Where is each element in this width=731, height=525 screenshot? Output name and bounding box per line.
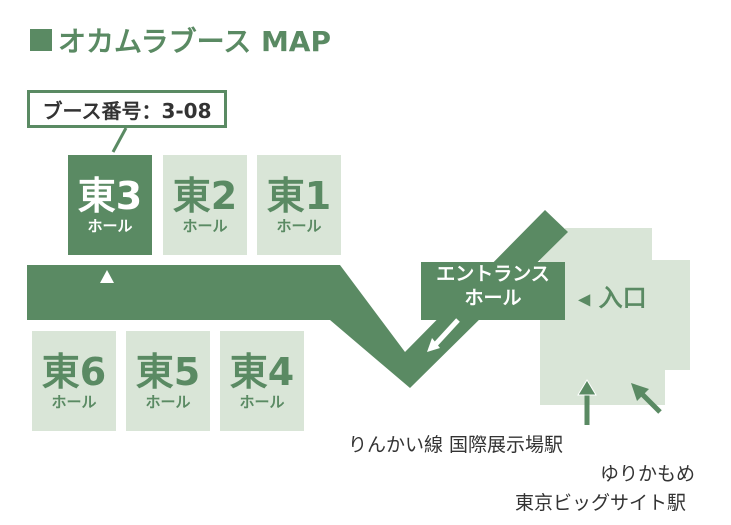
hall-number: 東4 [229,350,295,394]
callout-leader [111,127,128,153]
entry-text: 入口 [598,284,647,312]
hall-label: ホール [51,393,97,411]
hall-east1[interactable]: 東1 ホール [257,155,341,255]
entry-label: ◀ 入口 [578,278,647,313]
page-title: オカムラブース MAP [30,20,331,60]
hall-number: 東3 [77,174,143,218]
hall-number: 東5 [135,350,201,394]
hall-label: ホール [276,217,322,235]
hall-number: 東6 [41,350,107,394]
hall-number: 東1 [266,174,332,218]
entrance-hall-box [421,262,565,320]
corridor-arrow-line [433,318,460,347]
hall-label: ホール [239,393,285,411]
entrance-hall-line2: ホール [464,287,522,309]
hall-number: 東2 [172,174,238,218]
hall-label: ホール [87,217,133,235]
title-square-icon [30,29,52,51]
hall-east5[interactable]: 東5 ホール [126,331,210,431]
hall-label: ホール [145,393,191,411]
station-arrow-diag-line [638,390,662,414]
station-yurikamome-line1: ゆりかもめ [600,463,696,485]
station-arrow-up-head [577,379,597,396]
station-rinkai: りんかい線 国際展示場駅 [348,434,564,456]
hall-east6[interactable]: 東6 ホール [32,331,116,431]
station-arrow-diag-head [631,383,649,401]
hall-east4[interactable]: 東4 ホール [220,331,304,431]
hall-east2[interactable]: 東2 ホール [163,155,247,255]
entrance-area [540,228,690,405]
booth-marker-icon [100,270,114,283]
entrance-hall-label: エントランス ホール [421,262,565,320]
entrance-hall-line1: エントランス [436,263,550,285]
station-yurikamome-line2: 東京ビッグサイト駅 [515,492,687,514]
entry-arrow-icon: ◀ [578,289,591,309]
title-text: オカムラブース MAP [58,25,332,58]
hall-label: ホール [182,217,228,235]
corridor-arrow-head [427,338,440,352]
hall-east3[interactable]: 東3 ホール [68,155,152,255]
booth-number-callout: ブース番号：3-08 [27,90,227,128]
